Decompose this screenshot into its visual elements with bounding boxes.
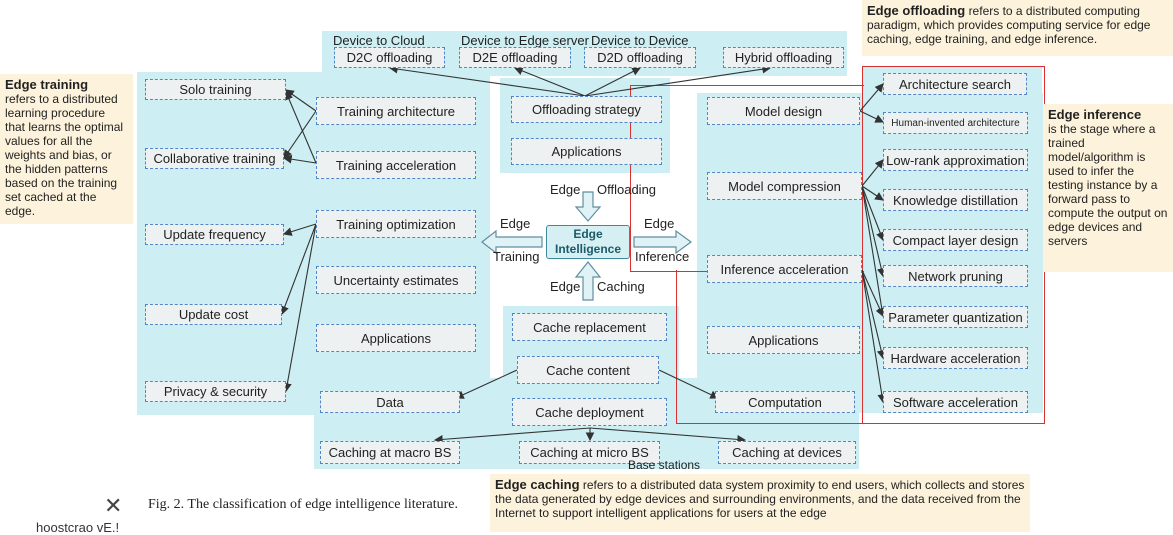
box-caching-devices: Caching at devices <box>718 441 856 464</box>
box-software-acceleration: Software acceleration <box>883 391 1028 413</box>
note-inference-title: Edge inference <box>1048 107 1142 122</box>
box-inference-applications: Applications <box>707 326 860 354</box>
box-collaborative-training: Collaborative training <box>145 148 284 169</box>
box-hardware-acceleration: Hardware acceleration <box>883 347 1028 369</box>
box-d2d-offloading: D2D offloading <box>584 47 696 68</box>
box-training-optimization: Training optimization <box>316 210 476 238</box>
box-cache-content: Cache content <box>517 356 659 384</box>
box-model-design: Model design <box>707 97 860 125</box>
box-compact-layer-design: Compact layer design <box>883 229 1028 251</box>
figure-caption: Fig. 2. The classification of edge intel… <box>148 497 458 512</box>
box-privacy-security: Privacy & security <box>145 381 286 402</box>
note-edge-inference: Edge inference is the stage where a trai… <box>1043 104 1173 272</box>
box-uncertainty-estimates: Uncertainty estimates <box>316 266 476 294</box>
note-caching-title: Edge caching <box>495 477 580 492</box>
box-cache-replacement: Cache replacement <box>512 313 667 341</box>
base-stations-label: Base stations <box>628 458 701 472</box>
box-training-architecture: Training architecture <box>316 97 476 125</box>
cropped-text-fragment: hoostcrao vE.! <box>36 520 120 535</box>
box-network-pruning: Network pruning <box>883 265 1028 287</box>
note-edge-training: Edge training refers to a distributed le… <box>0 74 133 224</box>
close-icon[interactable]: ✕ <box>104 493 123 518</box>
note-inference-body: is the stage where a trained model/algor… <box>1048 122 1168 248</box>
dir-offloading-a: Edge <box>550 182 581 197</box>
dir-training-b: Training <box>493 249 540 264</box>
note-training-title: Edge training <box>5 77 89 92</box>
box-cache-deployment: Cache deployment <box>512 398 667 426</box>
box-solo-training: Solo training <box>145 79 286 100</box>
box-update-cost: Update cost <box>145 304 282 325</box>
box-caching-macro-bs: Caching at macro BS <box>320 441 460 464</box>
note-offloading-title: Edge offloading <box>867 3 966 18</box>
dir-offloading-b: Offloading <box>597 182 657 197</box>
box-d2e-offloading: D2E offloading <box>459 47 571 68</box>
offload-label-d2e: Device to Edge server <box>461 33 589 48</box>
box-parameter-quantization: Parameter quantization <box>883 306 1028 328</box>
note-training-body: refers to a distributed learning procedu… <box>5 92 124 218</box>
note-edge-offloading: Edge offloading refers to a distributed … <box>862 0 1173 56</box>
dir-inference-a: Edge <box>644 216 675 231</box>
box-computation: Computation <box>715 391 855 413</box>
dir-caching-a: Edge <box>550 279 581 294</box>
box-low-rank-approximation: Low-rank approximation <box>883 149 1028 171</box>
dir-training-a: Edge <box>500 216 531 231</box>
box-d2c-offloading: D2C offloading <box>334 47 445 68</box>
box-architecture-search: Architecture search <box>883 73 1027 95</box>
box-inference-acceleration: Inference acceleration <box>707 255 862 283</box>
note-caching-body: refers to a distributed data system prox… <box>495 478 1025 520</box>
center-line2: Intelligence <box>554 242 622 256</box>
inference-outline-bottom <box>676 270 864 424</box>
box-training-applications: Applications <box>316 324 476 352</box>
dir-caching-b: Caching <box>597 279 645 294</box>
box-update-frequency: Update frequency <box>145 224 284 245</box>
note-edge-caching: Edge caching refers to a distributed dat… <box>490 474 1030 532</box>
box-knowledge-distillation: Knowledge distillation <box>883 189 1028 211</box>
offload-label-d2c: Device to Cloud <box>333 33 425 48</box>
box-hybrid-offloading: Hybrid offloading <box>723 47 844 68</box>
box-caching-micro-bs: Caching at micro BS <box>519 441 660 464</box>
box-offloading-strategy: Offloading strategy <box>511 96 662 123</box>
box-training-acceleration: Training acceleration <box>316 151 476 179</box>
box-model-compression: Model compression <box>707 172 862 200</box>
center-line1: Edge <box>573 227 603 241</box>
offload-label-d2d: Device to Device <box>591 33 689 48</box>
note-offloading-body: refers to a distributed computing paradi… <box>867 4 1151 46</box>
box-data: Data <box>320 391 460 413</box>
box-offloading-applications: Applications <box>511 138 662 165</box>
box-human-invented-architecture: Human-invented architecture <box>883 112 1028 134</box>
dir-inference-b: Inference <box>635 249 690 264</box>
